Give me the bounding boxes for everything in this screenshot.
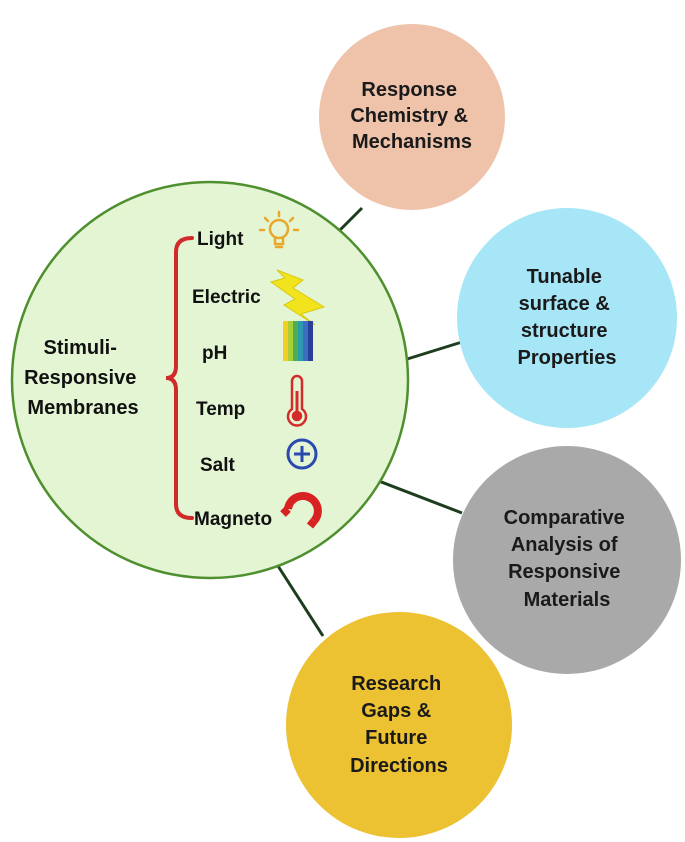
topic-line: Gaps & xyxy=(361,700,431,722)
stimulus-label-ph: pH xyxy=(202,343,227,364)
stimulus-label-salt: Salt xyxy=(200,455,236,476)
topic-line: Chemistry & xyxy=(350,105,468,127)
topic-response-chemistry: Response Chemistry & Mechanisms xyxy=(319,24,505,210)
svg-text:Comparative Analysis of: Comparative Analysis of Responsive Mater… xyxy=(504,507,631,611)
svg-text:Response Chemistry &: Response Chemistry & Mechanisms xyxy=(350,79,473,153)
svg-text:Research Gaps & Fu: Research Gaps & Future Directions xyxy=(350,673,448,777)
center-label: Stimuli- Responsive Membranes xyxy=(24,337,142,419)
topic-research-gaps: Research Gaps & Future Directions xyxy=(286,612,512,838)
lightning-bolt-icon xyxy=(269,269,326,326)
topic-line: Analysis of xyxy=(511,534,618,556)
center-circle xyxy=(10,180,410,580)
center-label-line: Stimuli- xyxy=(44,337,117,359)
topic-comparative-analysis: Comparative Analysis of Responsive Mater… xyxy=(453,446,681,674)
stimuli-bracket xyxy=(165,236,194,520)
stimulus-label-temp: Temp xyxy=(196,399,245,420)
topic-line: Research xyxy=(351,673,441,695)
topic-line: surface & xyxy=(519,293,610,315)
center-node: Stimuli- Responsive Membranes Light Elec… xyxy=(10,180,410,580)
magnet-icon xyxy=(280,491,322,529)
topic-line: Tunable xyxy=(527,266,602,288)
center-label-line: Membranes xyxy=(27,397,138,419)
stimulus-label-light: Light xyxy=(197,229,244,250)
thermometer-icon xyxy=(286,374,308,427)
stimulus-label-electric: Electric xyxy=(192,287,261,308)
topic-tunable-surface: Tunable surface & structure Properties xyxy=(457,208,677,428)
stimulus-label-magneto: Magneto xyxy=(194,509,272,530)
topic-line: Future xyxy=(365,727,427,749)
connector-research-gaps xyxy=(276,565,325,637)
svg-text:Tunable surface &: Tunable surface & structure Properties xyxy=(518,266,617,369)
ph-color-strip-icon xyxy=(283,321,313,361)
topic-line: Response xyxy=(361,79,457,101)
topic-line: Mechanisms xyxy=(352,131,472,153)
topic-bubble xyxy=(286,612,512,838)
connector-tunable-surface xyxy=(403,340,463,362)
topic-line: Properties xyxy=(518,347,617,369)
topic-line: Comparative xyxy=(504,507,625,529)
topic-bubble xyxy=(453,446,681,674)
center-label-line: Responsive xyxy=(24,367,136,389)
topic-bubble xyxy=(457,208,677,428)
topic-bubble xyxy=(319,24,505,210)
lightbulb-icon xyxy=(258,210,300,249)
topic-line: structure xyxy=(521,320,608,342)
topic-line: Directions xyxy=(350,755,448,777)
topic-line: Materials xyxy=(524,589,611,611)
connector-comparative-analysis xyxy=(370,476,463,515)
plus-circle-icon xyxy=(286,438,318,470)
topic-line: Responsive xyxy=(508,561,620,583)
